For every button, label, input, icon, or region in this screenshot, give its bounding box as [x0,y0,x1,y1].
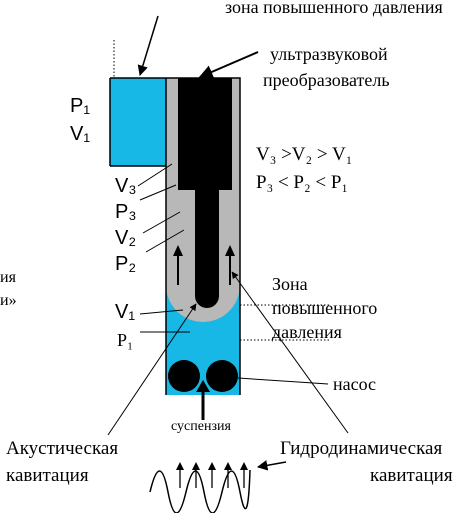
v3-leader [137,163,173,187]
flow-arrow-right-head [225,245,235,256]
transducer-arrow [198,51,259,79]
left-edge-fragment-2: и» [0,292,17,309]
zone-label-line2: повышенного [272,298,377,318]
hydro-leader [231,271,349,434]
cavitation-wave [149,469,251,513]
pump-roller-left [168,360,200,392]
v1-leader [139,309,184,315]
suspension-arrow-head [196,380,210,392]
inlet-outline [109,77,166,167]
v1-top-label: V₁ [70,123,90,145]
p3-leader [139,184,177,201]
transducer-label-line1: ультразвуковой [270,44,388,64]
hydro-label-line1: Гидродинамическая [280,438,442,459]
hydro-label-line2: кавитация [370,465,453,486]
pump-leader [237,377,329,385]
top-zone-label: зона повышенного давления [225,0,443,17]
transducer-label-line2: преобразователь [263,70,390,90]
top-zone-arrow [137,15,159,77]
inlet-liquid-region [110,78,166,166]
left-edge-fragment-1: ия [0,269,17,286]
v2-label: V₂ [115,227,136,249]
p2-leader [145,229,185,253]
p3-label: P₃ [115,201,136,223]
p1-top-label: P₁ [70,95,90,117]
acoustic-label-line2: кавитация [6,465,89,486]
ultrasonic-probe [178,78,232,308]
pump-roller-right [206,360,238,392]
zone-label-line1: Зона [272,274,308,294]
p1-bottom-label: P₁ [117,330,133,350]
bubble-arrows [176,462,248,488]
v3-label: V₃ [115,175,136,197]
pump-label: насос [333,374,376,394]
pressure-relation: P₃ < P₂ < P₁ [256,172,348,193]
hydro-wave-arrow [256,460,287,471]
p2-label: P₂ [115,253,136,275]
acoustic-label-line1: Акустическая [6,438,118,459]
v2-leader [142,211,181,234]
acoustic-leader [107,303,197,436]
velocity-relation: V₃ >V₂ > V₁ [256,144,352,165]
zone-label-line3: давления [272,322,342,342]
suspension-label: суспензия [171,419,231,434]
v1-bottom-label: V₁ [115,301,135,323]
flow-arrow-left-head [173,245,183,256]
